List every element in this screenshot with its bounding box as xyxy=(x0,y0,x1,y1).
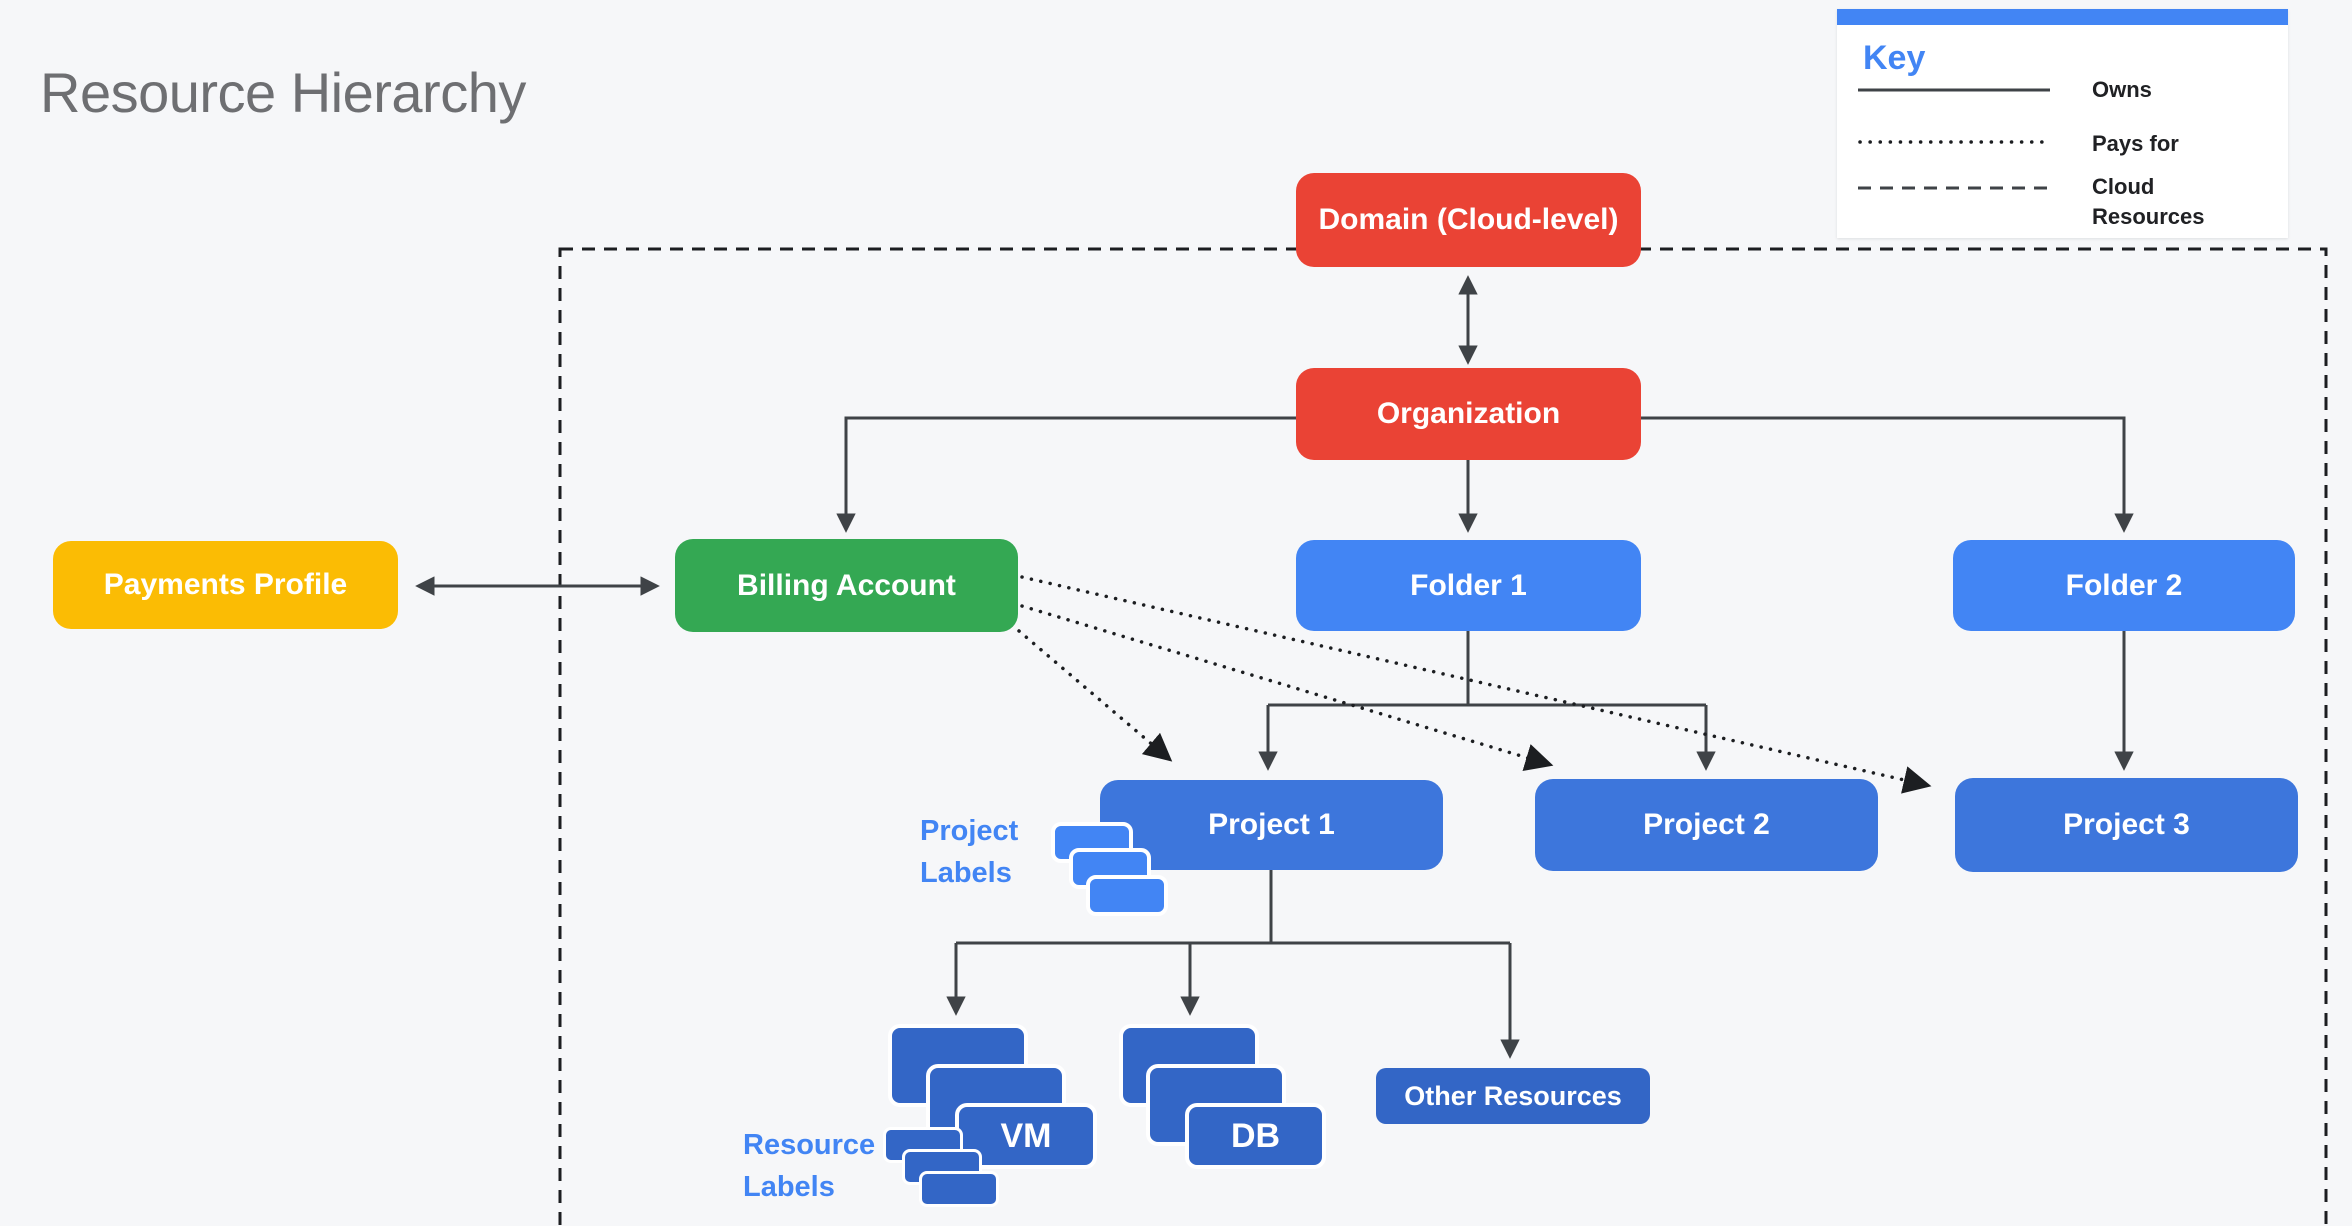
legend-heading: Key xyxy=(1863,39,1926,77)
node-billing-account: Billing Account xyxy=(675,539,1018,632)
pays-for-line-sample xyxy=(1858,140,2050,144)
node-other-resources: Other Resources xyxy=(1376,1068,1650,1124)
cloud-resources-line-sample xyxy=(1858,186,2050,190)
legend: Key Owns Pays for Cloud Resources xyxy=(1837,9,2288,238)
node-domain: Domain (Cloud-level) xyxy=(1296,173,1641,267)
resource-labels-caption: Resource Labels xyxy=(743,1129,876,1204)
node-payments-profile: Payments Profile xyxy=(53,541,398,629)
page-title: Resource Hierarchy xyxy=(40,61,526,124)
edge-billing-project3 xyxy=(1020,575,1932,794)
node-project-1: Project 1 xyxy=(1100,780,1443,870)
resource-label-card xyxy=(919,1171,999,1207)
legend-label-pays-for: Pays for xyxy=(2092,131,2179,156)
node-project-2: Project 2 xyxy=(1535,779,1878,871)
owns-line-sample xyxy=(1858,88,2050,92)
legend-label-owns: Owns xyxy=(2092,77,2152,102)
project-labels-caption: Project Labels xyxy=(920,815,1019,890)
edge-organization-billing xyxy=(836,416,1296,533)
edge-billing-project1 xyxy=(1017,629,1173,762)
legend-label-cloud-resources: Cloud Resources xyxy=(2092,174,2205,229)
legend-accent-bar xyxy=(1837,9,2288,25)
node-db: DB xyxy=(1185,1103,1326,1169)
node-organization: Organization xyxy=(1296,368,1641,460)
node-folder-1: Folder 1 xyxy=(1296,540,1641,631)
project-label-card xyxy=(1086,875,1168,916)
pays-for-edges xyxy=(1017,575,1932,794)
edge-organization-folder2 xyxy=(1641,416,2134,533)
node-folder-2: Folder 2 xyxy=(1953,540,2295,631)
node-project-3: Project 3 xyxy=(1955,778,2298,872)
owns-edges xyxy=(415,275,2134,1059)
